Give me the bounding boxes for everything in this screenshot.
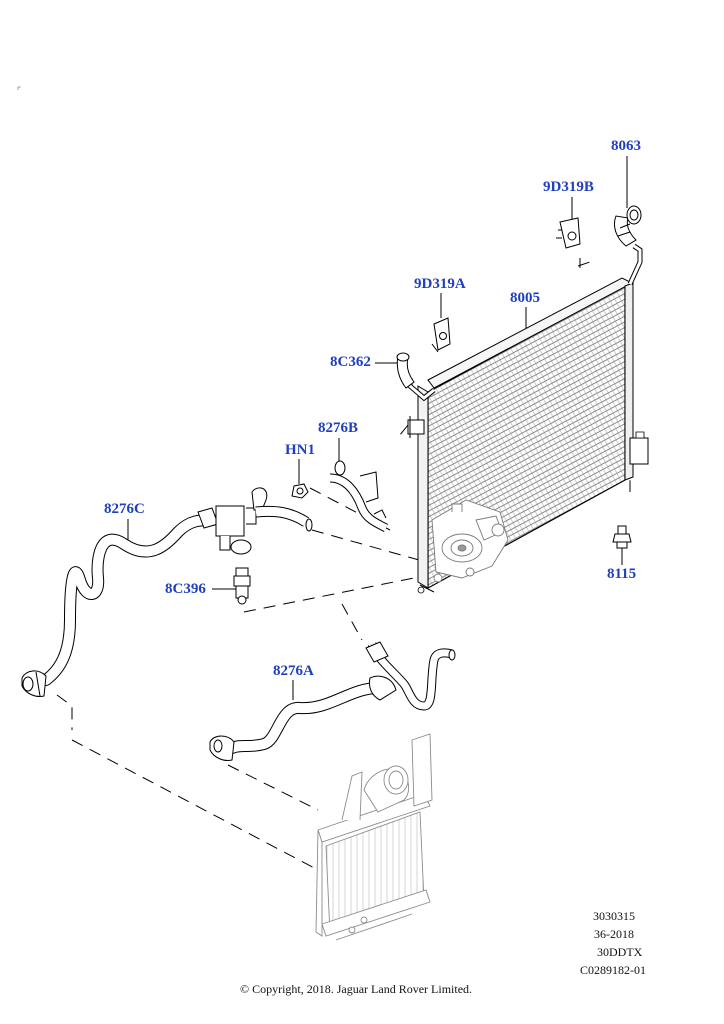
corner-mark [17,86,21,90]
leader-lines [127,156,628,700]
label-8276A[interactable]: 8276A [273,663,314,679]
label-8276B[interactable]: 8276B [318,420,359,436]
copyright-notice: © Copyright, 2018. Jaguar Land Rover Lim… [239,982,473,996]
reference-line-3: 30DDTX [597,945,643,959]
reference-line-4: C0289182-01 [580,963,646,977]
intercooler-ghost [315,733,433,941]
label-8005[interactable]: 8005 [510,290,540,306]
reference-line-2: 36-2018 [594,927,634,941]
part-8C362-hose [396,352,415,389]
part-8276A-hose [209,641,456,761]
compressor-ghost [431,499,509,583]
part-HN1-nut [291,483,309,499]
label-8C396[interactable]: 8C396 [165,581,206,597]
part-8C396-valve [233,567,251,605]
part-8276C-hose [21,487,313,697]
part-8115-switch [612,525,632,549]
label-HN1[interactable]: HN1 [285,442,315,458]
label-9D319A[interactable]: 9D319A [414,276,466,292]
part-8276B-hose [329,460,389,533]
part-9D319A-bracket [431,317,451,353]
label-8C362[interactable]: 8C362 [330,354,371,370]
label-8063[interactable]: 8063 [611,138,641,154]
reference-line-1: 3030315 [593,909,635,923]
label-8276C[interactable]: 8276C [104,501,145,517]
part-9D319B-bracket [556,217,581,249]
part-8063-fitting [613,205,642,247]
label-9D319B[interactable]: 9D319B [543,179,594,195]
label-8115[interactable]: 8115 [607,566,637,582]
